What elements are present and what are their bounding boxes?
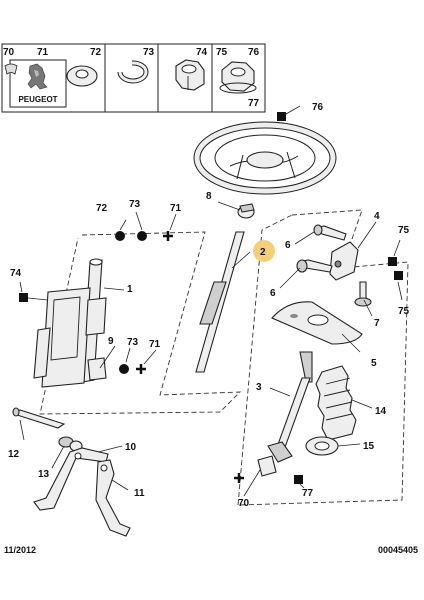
square-symbol-76: [277, 112, 286, 121]
square-symbol-77: [294, 475, 303, 484]
stud-7: [354, 281, 372, 307]
callout-72: 72: [96, 203, 108, 214]
callout-76: 76: [248, 47, 260, 58]
footer-reference: 00045405: [377, 545, 418, 555]
square-symbol-75b: [394, 271, 403, 280]
callout-76: 76: [312, 102, 324, 113]
rubber-boot: [315, 365, 357, 441]
callout-14: 14: [375, 406, 387, 417]
callout-1: 1: [127, 284, 133, 295]
lever-11: [95, 459, 131, 537]
callout-6-upper: 6: [285, 240, 291, 251]
callout-3: 3: [256, 382, 262, 393]
callout-73-upper: 73: [129, 199, 141, 210]
callout-70: 70: [238, 498, 250, 509]
callout-74: 74: [10, 268, 22, 279]
callout-12: 12: [8, 449, 20, 460]
fixing-bracket: [329, 241, 359, 281]
square-symbol-75a: [388, 257, 397, 266]
callout-8: 8: [206, 191, 212, 202]
steering-shaft: [195, 203, 255, 373]
callout-70: 70: [3, 47, 15, 58]
clip-icon: [4, 63, 18, 75]
flange-nut-icon: [219, 61, 257, 94]
square-symbol-74: [19, 293, 28, 302]
bolt-6-upper: [313, 224, 347, 241]
intermediate-shaft: [257, 351, 313, 477]
callout-10: 10: [125, 442, 137, 453]
column-bracket-plate: [271, 301, 363, 345]
callout-2: 2: [260, 247, 266, 258]
cross-symbol-71b: [136, 364, 146, 374]
callout-75-upper: 75: [398, 225, 410, 236]
callout-5: 5: [371, 358, 377, 369]
split-washer-icon: [117, 60, 149, 84]
rod-12: [12, 407, 66, 429]
callout-71: 71: [37, 47, 49, 58]
callout-73: 73: [143, 47, 155, 58]
flat-washer-icon: [66, 65, 98, 87]
steering-wheel: [193, 121, 337, 195]
callout-71-lower: 71: [149, 339, 161, 350]
callout-75: 75: [216, 47, 228, 58]
callout-72: 72: [90, 47, 102, 58]
callout-77: 77: [302, 488, 314, 499]
callout-75-lower: 75: [398, 306, 410, 317]
callout-13: 13: [38, 469, 50, 480]
callout-labels: 1 2 3 4 5 6 6 7 8 9 10 11 12 13 14 15 70…: [8, 102, 410, 509]
column-tube-assembly: [33, 258, 107, 388]
right-assembly-frame: [237, 209, 409, 506]
lever-10: [33, 447, 109, 511]
callout-77: 77: [248, 98, 260, 109]
cross-symbol-70: [234, 473, 244, 483]
highlight-marker: [253, 240, 275, 262]
callout-9: 9: [108, 336, 114, 347]
callout-4: 4: [374, 211, 380, 222]
callout-15: 15: [363, 441, 375, 452]
seal-ring: [305, 436, 339, 456]
circle-symbol-72: [115, 231, 125, 241]
callout-11: 11: [134, 488, 145, 499]
header-parts-strip: PEUGEOT 70 71 72 73 74: [1, 43, 266, 113]
footer-date: 11/2012: [4, 545, 37, 555]
left-assembly-frame: [39, 231, 242, 415]
callout-73-lower: 73: [127, 337, 139, 348]
brand-name: PEUGEOT: [18, 95, 57, 104]
peugeot-logo: PEUGEOT: [9, 59, 67, 108]
callout-7: 7: [374, 318, 380, 329]
cross-symbol-71: [163, 231, 173, 241]
symbols: [19, 112, 403, 484]
leader-lines: [19, 105, 403, 497]
hex-nut-icon: [175, 59, 205, 91]
callout-71-upper: 71: [170, 203, 182, 214]
circle-symbol-73: [137, 231, 147, 241]
callout-74: 74: [196, 47, 208, 58]
circle-symbol-73b: [119, 364, 129, 374]
callout-6-lower: 6: [270, 288, 276, 299]
bolt-6-lower: [296, 259, 333, 273]
